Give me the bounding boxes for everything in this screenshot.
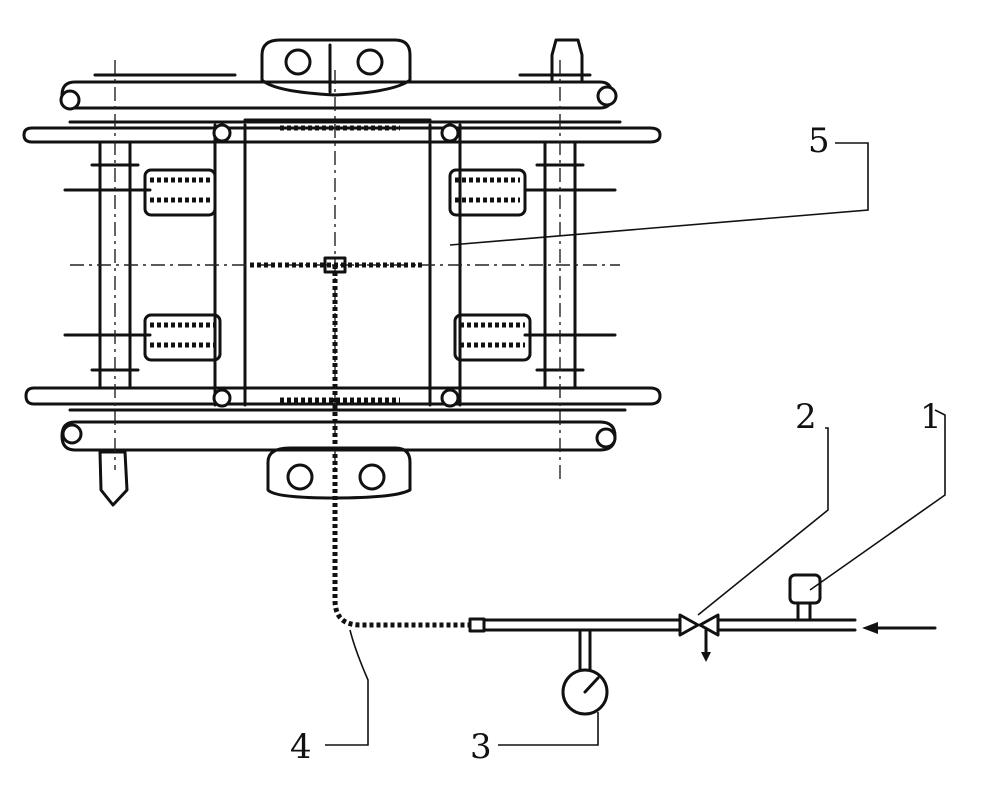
top-wheel [22, 120, 662, 144]
callout-2: 2 [795, 397, 817, 437]
callout-4: 4 [290, 727, 312, 767]
brake-unit-top-right [448, 168, 527, 217]
callout-1: 1 [920, 397, 942, 437]
callout-3: 3 [470, 727, 492, 767]
brake-unit-top-left [143, 168, 217, 217]
brake-unit-bottom-right [453, 313, 532, 362]
leader-lines [325, 142, 946, 746]
bottom-side-frame [60, 420, 617, 507]
top-side-frame [59, 38, 618, 111]
air-pipe-network [250, 256, 937, 716]
brake-unit-bottom-left [143, 313, 222, 362]
callout-5: 5 [808, 121, 830, 161]
bolster-frame [70, 70, 620, 470]
right-axle [523, 60, 617, 480]
